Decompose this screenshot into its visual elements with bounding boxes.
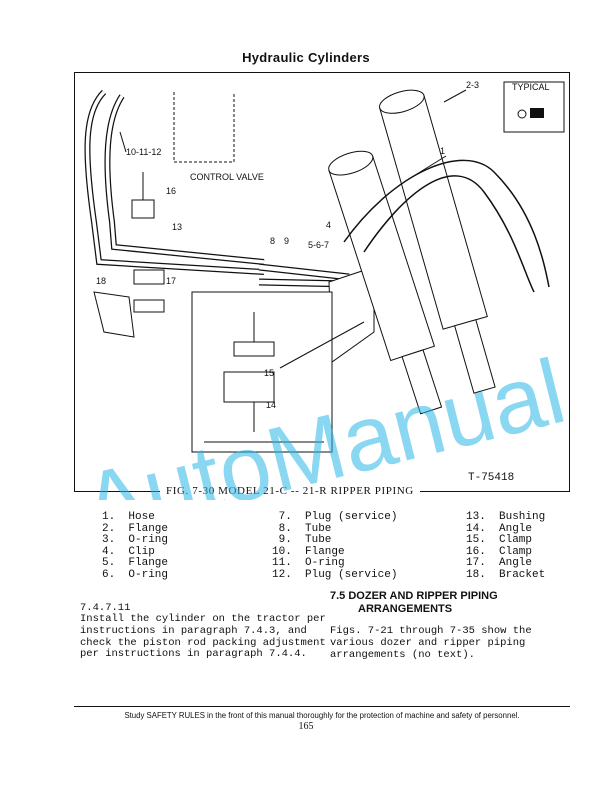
callout-2-3: 2-3 (466, 80, 479, 90)
parts-legend-col3: 13. Bushing 14. Angle 15. Clamp 16. Clam… (466, 511, 546, 582)
legend-item: 10. Flange (272, 545, 345, 558)
legend-item: 8. Tube (272, 522, 332, 535)
callout-1: 1 (440, 146, 445, 156)
legend-item: 13. Bushing (466, 511, 546, 523)
figure-caption: FIG. 7-30 MODEL 21-C -- 21-R RIPPER PIPI… (160, 485, 420, 497)
callout-15: 15 (264, 368, 274, 378)
footer-divider (74, 706, 570, 707)
callout-9: 9 (284, 236, 289, 246)
legend-item: 3. O-ring (102, 534, 169, 547)
section-heading-line1: 7.5 DOZER AND RIPPER PIPING (330, 590, 498, 602)
paragraph-text: Install the cylinder on the tractor per … (80, 613, 326, 661)
legend-item: 12. Plug (service) (272, 568, 398, 581)
parts-legend-col2: 7. Plug (service) 8. Tube 9. Tube 10. Fl… (272, 511, 398, 582)
callout-4: 4 (326, 220, 331, 230)
page-title: Hydraulic Cylinders (242, 50, 370, 65)
paragraph-number: 7.4.7.11 (80, 602, 131, 614)
section-text: Figs. 7-21 through 7-35 show the various… (330, 625, 532, 661)
legend-item: 18. Bracket (466, 568, 546, 581)
parts-legend-col1: 1. Hose 2. Flange 3. O-ring 4. Clip 5. F… (102, 511, 169, 582)
callout-18: 18 (96, 276, 106, 286)
ripper-piping-diagram: CONTROL VALVE TYPICAL 2-3 1 10-11-12 16 … (74, 72, 570, 492)
callout-17: 17 (166, 276, 176, 286)
legend-item: 4. Clip (102, 545, 155, 558)
section-heading-line2: ARRANGEMENTS (358, 603, 453, 615)
callout-13: 13 (172, 222, 182, 232)
legend-item: 16. Clamp (466, 545, 533, 558)
legend-item: 5. Flange (102, 557, 169, 570)
legend-item: 17. Angle (466, 557, 533, 570)
legend-item: 11. O-ring (272, 557, 345, 570)
typical-label: TYPICAL (512, 82, 550, 92)
legend-item: 15. Clamp (466, 534, 533, 547)
callout-14: 14 (266, 400, 276, 410)
figure-ref-code: T-75418 (468, 472, 515, 484)
legend-item: 9. Tube (272, 534, 332, 547)
page-number: 165 (298, 721, 314, 732)
legend-item: 1. Hose (102, 511, 155, 523)
legend-item: 6. O-ring (102, 568, 169, 581)
callout-8: 8 (270, 236, 275, 246)
control-valve-label: CONTROL VALVE (190, 172, 264, 182)
callout-16: 16 (166, 186, 176, 196)
callout-5-6-7: 5-6-7 (308, 240, 329, 250)
footer-safety-note: Study SAFETY RULES in the front of this … (124, 711, 520, 720)
callout-10-11-12: 10-11-12 (126, 147, 161, 157)
legend-item: 14. Angle (466, 522, 533, 535)
legend-item: 7. Plug (service) (272, 511, 398, 523)
legend-item: 2. Flange (102, 522, 169, 535)
section-heading: 7.5 DOZER AND RIPPER PIPING ARRANGEMENTS (330, 590, 560, 616)
